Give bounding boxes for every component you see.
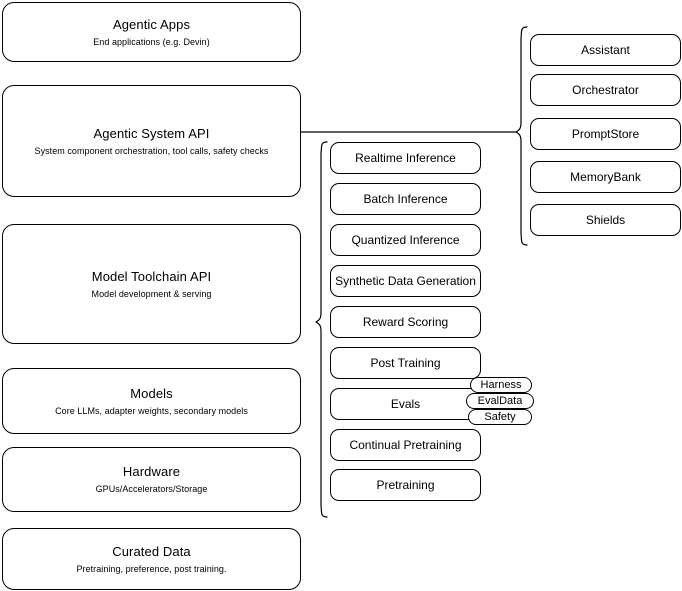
component-label: PromptStore xyxy=(571,126,640,141)
capability-realtime-inference[interactable]: Realtime Inference xyxy=(330,142,481,174)
layer-title: Model Toolchain API xyxy=(91,268,212,284)
capability-label: Synthetic Data Generation xyxy=(335,273,476,288)
capability-reward-scoring[interactable]: Reward Scoring xyxy=(330,306,481,338)
eval-badge-evaldata[interactable]: EvalData xyxy=(466,393,534,409)
capability-label: Continual Pretraining xyxy=(349,437,462,452)
component-label: Shields xyxy=(585,212,626,227)
capability-pretraining[interactable]: Pretraining xyxy=(330,469,481,501)
component-promptstore[interactable]: PromptStore xyxy=(530,118,681,150)
capability-quantized-inference[interactable]: Quantized Inference xyxy=(330,224,481,256)
capability-synthetic-data-generation[interactable]: Synthetic Data Generation xyxy=(330,265,481,297)
layer-model-toolchain-api[interactable]: Model Toolchain API Model development & … xyxy=(2,224,301,344)
capability-label: Quantized Inference xyxy=(351,232,460,247)
toolchain-capabilities-brace xyxy=(315,141,328,518)
layer-subtitle: End applications (e.g. Devin) xyxy=(93,36,210,47)
component-label: Orchestrator xyxy=(572,82,639,97)
eval-badge-harness[interactable]: Harness xyxy=(470,377,532,393)
layer-models[interactable]: Models Core LLMs, adapter weights, secon… xyxy=(2,368,301,434)
component-assistant[interactable]: Assistant xyxy=(530,34,681,66)
component-shields[interactable]: Shields xyxy=(530,204,681,236)
eval-badge-safety[interactable]: Safety xyxy=(468,409,532,425)
eval-badge-label: Harness xyxy=(480,379,522,391)
capability-label: Batch Inference xyxy=(363,191,448,206)
component-orchestrator[interactable]: Orchestrator xyxy=(530,74,681,106)
capability-label: Realtime Inference xyxy=(355,150,456,165)
capability-batch-inference[interactable]: Batch Inference xyxy=(330,183,481,215)
component-label: MemoryBank xyxy=(570,169,641,184)
capability-evals[interactable]: Evals xyxy=(330,388,481,420)
capability-label: Post Training xyxy=(370,355,441,370)
eval-badge-label: EvalData xyxy=(477,395,523,407)
layer-agentic-apps[interactable]: Agentic Apps End applications (e.g. Devi… xyxy=(2,2,301,62)
component-label: Assistant xyxy=(581,42,630,57)
capability-label: Pretraining xyxy=(376,477,435,492)
component-memorybank[interactable]: MemoryBank xyxy=(530,161,681,193)
layer-hardware[interactable]: Hardware GPUs/Accelerators/Storage xyxy=(2,447,301,512)
layer-title: Hardware xyxy=(122,464,181,479)
capability-label: Evals xyxy=(390,396,421,411)
system-components-brace xyxy=(515,26,528,246)
layer-curated-data[interactable]: Curated Data Pretraining, preference, po… xyxy=(2,528,301,590)
capability-label: Reward Scoring xyxy=(362,314,449,329)
layer-agentic-system-api[interactable]: Agentic System API System component orch… xyxy=(2,85,301,197)
layer-title: Agentic System API xyxy=(93,125,210,141)
capability-post-training[interactable]: Post Training xyxy=(330,347,481,379)
layer-subtitle: Pretraining, preference, post training. xyxy=(76,563,227,574)
layer-subtitle: System component orchestration, tool cal… xyxy=(34,145,269,156)
layer-subtitle: Model development & serving xyxy=(91,288,212,299)
layer-title: Curated Data xyxy=(112,543,191,559)
eval-badge-label: Safety xyxy=(484,411,516,423)
layer-subtitle: Core LLMs, adapter weights, secondary mo… xyxy=(55,405,248,416)
layer-title: Agentic Apps xyxy=(112,16,191,32)
capability-continual-pretraining[interactable]: Continual Pretraining xyxy=(330,429,481,461)
layer-title: Models xyxy=(130,385,173,401)
layer-subtitle: GPUs/Accelerators/Storage xyxy=(95,484,208,494)
